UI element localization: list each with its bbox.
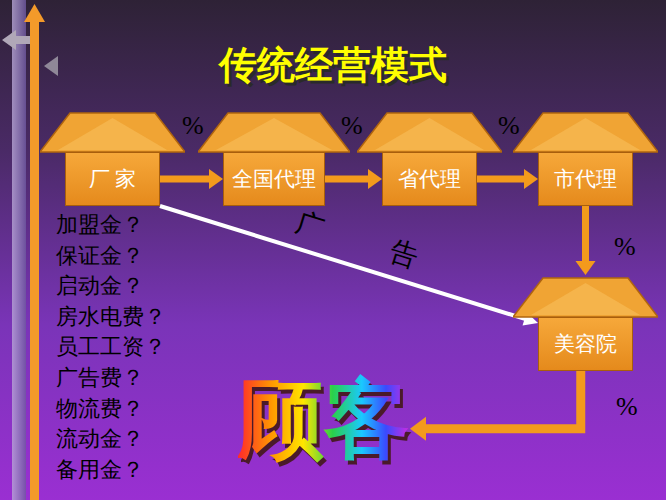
flow-arrow [160, 169, 223, 189]
percent-mark: % [616, 392, 638, 422]
diagram-title: 传统经营模式 [0, 40, 666, 91]
cost-item: 流动金？ [56, 424, 144, 454]
roof-gable [375, 118, 484, 150]
cost-item: 物流费？ [56, 394, 144, 424]
side-pointer [2, 30, 30, 50]
house-body: 市代理 [538, 152, 633, 206]
roof-shape [513, 113, 658, 152]
side-pointer [44, 56, 58, 76]
arrow-shaft [325, 176, 369, 183]
arrow-head [209, 169, 223, 189]
house-node: 省代理 [357, 110, 502, 206]
arrow-head [576, 261, 596, 275]
arrow-shaft [582, 206, 589, 262]
arrow-shaft [477, 176, 525, 183]
cost-item: 员工工资？ [56, 332, 166, 362]
house-node: 市代理 [513, 110, 658, 206]
roof-shape [513, 278, 658, 317]
arrow-shaft [425, 371, 581, 429]
house-node: 全国代理 [198, 110, 350, 206]
percent-mark: % [341, 111, 363, 141]
cost-item: 加盟金？ [56, 210, 144, 240]
node-label: 省代理 [398, 165, 461, 193]
node-label: 美容院 [554, 330, 617, 358]
cost-item: 备用金？ [56, 455, 144, 485]
text-node: 顾客 [238, 372, 410, 467]
house-node: 美容院 [513, 275, 658, 371]
arrow-head [410, 417, 426, 441]
flow-arrow [576, 206, 596, 275]
side-arrow-head [24, 4, 45, 22]
arrow-shaft [160, 176, 210, 183]
roof-gable [531, 283, 640, 315]
roof-gable [58, 118, 167, 150]
rainbow-word: 顾客 [238, 372, 410, 467]
flow-arrow [410, 371, 581, 441]
node-label: 厂 家 [89, 165, 136, 193]
roof-shape [40, 113, 185, 152]
node-label: 全国代理 [232, 165, 316, 193]
cost-item: 广告费？ [56, 363, 144, 393]
flow-arrow [477, 169, 538, 189]
side-arrow-shaft [30, 20, 39, 500]
house-body: 全国代理 [223, 152, 325, 206]
percent-mark: % [182, 111, 204, 141]
side-bar [12, 0, 26, 500]
roof-gable [216, 118, 332, 150]
house-body: 美容院 [538, 317, 633, 371]
arrow-head [368, 169, 382, 189]
house-body: 厂 家 [65, 152, 160, 206]
roof-shape [357, 113, 502, 152]
flow-arrow [325, 169, 382, 189]
cost-item: 保证金？ [56, 241, 144, 271]
percent-mark: % [614, 232, 636, 262]
arrow-head [524, 169, 538, 189]
house-body: 省代理 [382, 152, 477, 206]
node-label: 市代理 [554, 165, 617, 193]
cost-item: 房水电费？ [56, 302, 166, 332]
cost-item: 启动金？ [56, 271, 144, 301]
percent-mark: % [498, 111, 520, 141]
house-node: 厂 家 [40, 110, 185, 206]
roof-gable [531, 118, 640, 150]
roof-shape [198, 113, 350, 152]
